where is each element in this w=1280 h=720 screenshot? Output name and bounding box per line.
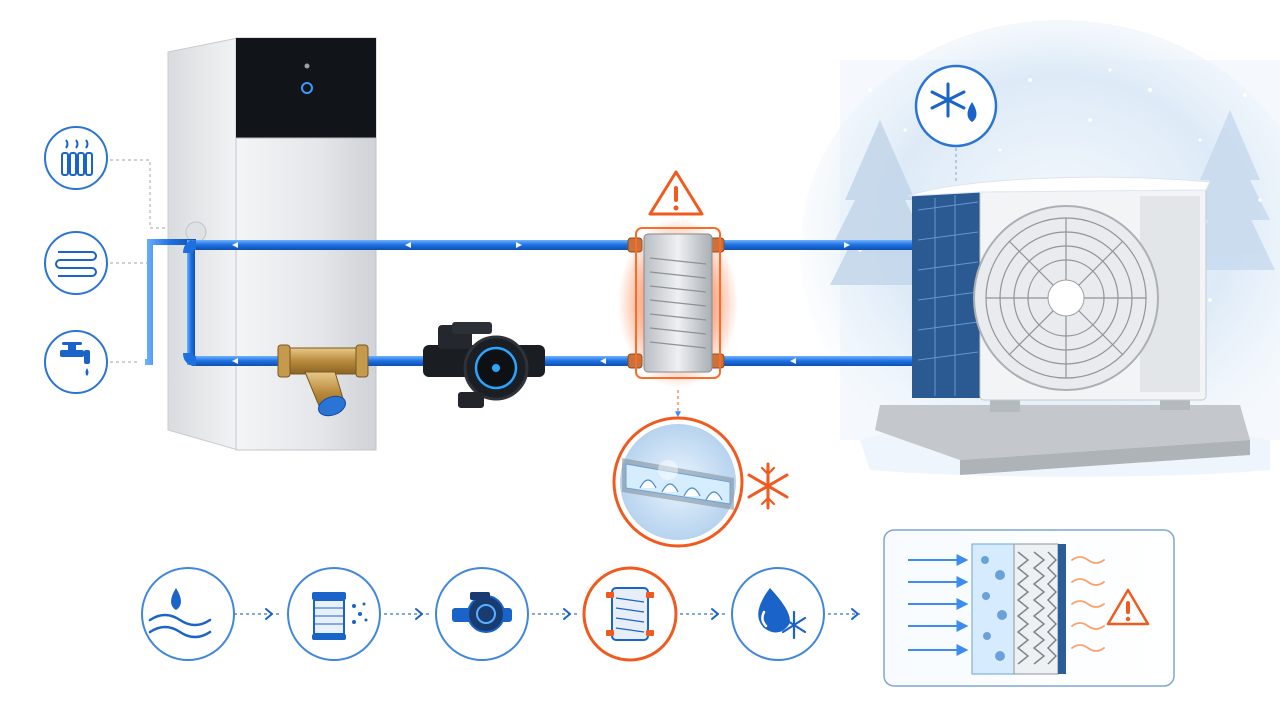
supply-pipe-indoor	[190, 240, 640, 250]
heat-exchanger-step-icon	[584, 568, 676, 660]
underfloor-heating-icon	[45, 232, 107, 294]
pump-step-icon	[436, 568, 528, 660]
supply-pipe-outdoor	[720, 240, 935, 250]
fan-hub	[1048, 280, 1084, 316]
return-pipe-segment-1	[190, 356, 290, 366]
freezing-zoom-callout	[614, 418, 742, 546]
radiator-icon	[45, 127, 107, 189]
snowflake-icon	[749, 464, 787, 508]
water-flow-step-icon	[142, 568, 234, 660]
warning-icon	[650, 172, 702, 214]
plate-heat-exchanger	[618, 218, 738, 416]
return-pipe-outdoor	[720, 356, 935, 366]
circulation-pump	[423, 322, 545, 408]
water-freeze-step-icon	[732, 568, 824, 660]
outdoor-heat-pump-unit	[875, 177, 1250, 475]
water-tap-icon	[45, 331, 107, 393]
filter-step-icon	[288, 568, 380, 660]
control-panel	[236, 38, 376, 138]
process-flow	[142, 568, 860, 660]
heat-exchanger-freeze-cross-section	[884, 530, 1174, 686]
